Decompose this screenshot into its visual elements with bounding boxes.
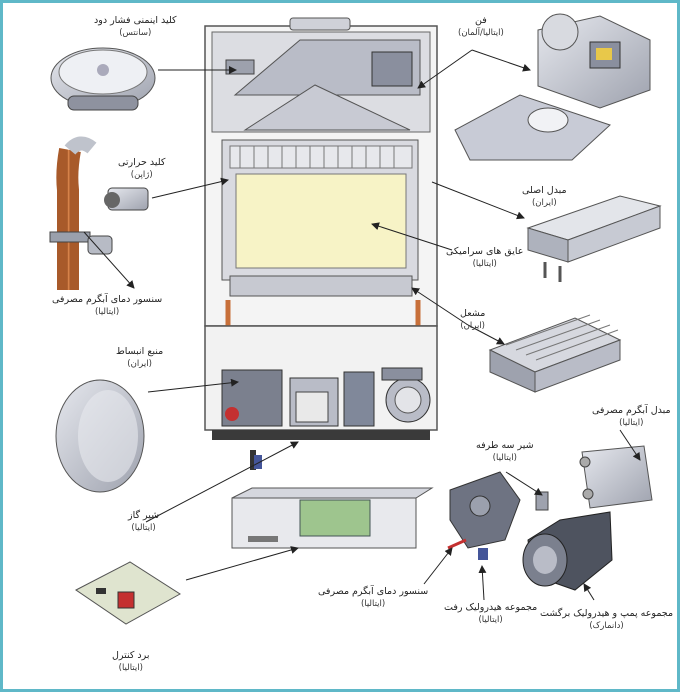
exchanger-fins [229,145,413,169]
pressure-switch-part [50,47,156,111]
flue-outlet [289,17,351,31]
label-origin: (دانمارک) [589,621,624,631]
label-supply-hydraulic: مجموعه هیدرولیک رفت (ایتالیا) [444,602,537,626]
supply-hydraulic-part [447,471,521,560]
label-thermal-switch: کلید حرارتی (ژاپن) [118,157,165,181]
label-origin: (ایتالیا) [619,418,644,428]
label-name: عایق های سرامیکی [446,246,524,257]
dhw-exchanger-part [579,445,653,509]
main-exchanger-part [526,195,662,282]
inner-burner [229,275,413,297]
label-origin: (ایران) [531,198,557,208]
label-origin: (ایتالیا) [478,615,503,625]
smoke-hood-part [454,94,611,161]
label-name: برد کنترل [112,650,150,661]
label-name: مشعل [460,308,486,319]
label-ceramic-insulation: عایق های سرامیکی (ایتالیا) [446,246,523,270]
label-origin: (ایران) [127,359,152,369]
label-control-board: برد کنترل (ایتالیا) [112,650,150,674]
thermal-switch-part [104,187,149,211]
label-name: مبدل اصلی [522,185,567,196]
label-name: سنسور دمای آبگرم مصرفی [318,586,429,597]
label-name: منبع انبساط [116,346,164,357]
pipe-sensor-part [49,136,113,290]
label-name: کلید اینمنی فشار دود [94,15,177,26]
label-origin: (ایتالیا) [472,259,497,269]
label-dhw-sensor-bottom: سنسور دمای آبگرم مصرفی (ایتالیا) [318,586,428,610]
inner-fan [371,51,413,87]
label-origin: (ایتالیا) [360,599,386,609]
burner-part [488,314,622,393]
label-name: فن [475,15,487,26]
label-name: کلید حرارتی [118,157,166,168]
label-pump-return: مجموعه پمپ و هیدرولیک برگشت (دانمارک) [540,608,673,632]
label-burner: مشعل (ایران) [460,308,485,332]
label-name: شیر گاز [128,510,160,521]
label-name: مبدل آبگرم مصرفی [592,405,671,416]
label-origin: (ایتالیا) [492,453,517,463]
label-name: مجموعه هیدرولیک رفت [444,602,538,613]
label-origin: (ایتالیا) [131,523,156,533]
label-origin: (ژاپن) [130,170,153,180]
label-name: مجموعه پمپ و هیدرولیک برگشت [540,608,674,619]
label-origin: (ایتالیا) [118,663,143,673]
leader-lines [83,49,641,601]
label-expansion-tank: منبع انبساط (ایران) [116,346,163,370]
fan-part [537,13,651,109]
control-board-part [75,561,181,625]
pump-part [522,511,613,591]
chamber-window [235,173,407,269]
label-name: شیر سه طرفه [476,440,534,451]
label-gas-valve: شیر گاز (ایتالیا) [128,510,159,534]
label-origin: (ایتالیا) [94,307,120,317]
label-dhw-exchanger: مبدل آبگرم مصرفی (ایتالیا) [592,405,671,429]
label-origin: (ایران) [460,321,485,331]
label-origin: (سانتس) [119,28,152,38]
label-fan: فن (ایتالیا/آلمان) [458,15,504,39]
label-main-exchanger: مبدل اصلی (ایران) [522,185,567,209]
label-three-way-valve: شیر سه طرفه (ایتالیا) [476,440,534,464]
expansion-tank-part [55,379,145,493]
label-name: سنسور دمای آبگرم مصرفی [52,294,163,305]
label-pressure-switch: کلید اینمنی فشار دود (سانتس) [94,15,177,39]
label-origin: (ایتالیا/آلمان) [458,28,504,38]
boiler-body [204,17,438,549]
label-dhw-sensor-top: سنسور دمای آبگرم مصرفی (ایتالیا) [52,294,162,318]
